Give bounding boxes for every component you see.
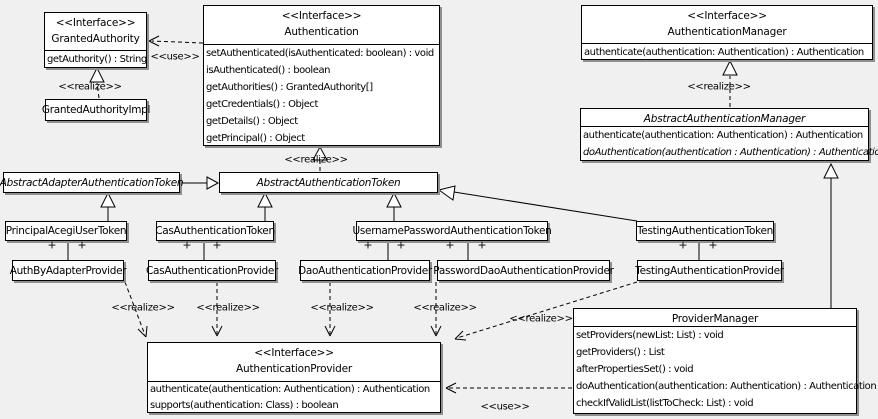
edge-generalization-cas-token[interactable] xyxy=(257,191,273,221)
edge-label-realize: <<realize>> xyxy=(111,302,175,314)
class-auth-by-adapter-provider[interactable]: AuthByAdapterProvider xyxy=(9,260,127,281)
class-name: GrantedAuthority xyxy=(51,33,140,45)
edge-label-use: <<use>> xyxy=(150,51,200,63)
class-name: CasAuthenticationProvider xyxy=(145,264,279,277)
class-authentication-provider[interactable]: <<Interface>> AuthenticationProvider aut… xyxy=(147,342,441,413)
stereotype: <<Interface>> xyxy=(254,347,334,359)
edge-use-grantedauthority[interactable] xyxy=(148,35,204,47)
class-name: TestingAuthenticationProvider xyxy=(635,264,784,277)
edge-generalization-usernamepassword-token[interactable] xyxy=(386,191,402,221)
class-cas-authentication-token[interactable]: CasAuthenticationToken xyxy=(155,221,275,241)
class-name: PrincipalAcegiUserToken xyxy=(5,225,127,237)
assoc-end-plus: + xyxy=(363,238,373,252)
edge-generalization-principal-token[interactable] xyxy=(100,191,116,221)
class-granted-authority[interactable]: <<Interface>> GrantedAuthority getAuthor… xyxy=(44,12,147,68)
method: getProviders() : List xyxy=(576,347,665,358)
class-password-dao-authentication-provider[interactable]: PasswordDaoAuthenticationProvider xyxy=(433,260,614,281)
edge-label-realize: <<realize>> xyxy=(413,302,477,314)
method: setProviders(newList: List) : void xyxy=(576,330,724,341)
method: getDetails() : Object xyxy=(206,116,298,127)
method: getCredentials() : Object xyxy=(206,99,318,110)
class-name: TestingAuthenticationToken xyxy=(636,225,774,237)
class-abstract-authentication-token[interactable]: AbstractAuthenticationToken xyxy=(219,172,438,193)
class-name: CasAuthenticationToken xyxy=(155,225,275,237)
method: afterPropertiesSet() : void xyxy=(576,364,694,375)
edge-use-authenticationprovider[interactable] xyxy=(445,382,572,394)
method: getAuthority() : String xyxy=(47,54,147,65)
class-cas-authentication-provider[interactable]: CasAuthenticationProvider xyxy=(145,260,279,281)
class-name: PasswordDaoAuthenticationProvider xyxy=(433,264,614,277)
class-name: UsernamePasswordAuthenticationToken xyxy=(352,225,552,237)
class-dao-authentication-provider[interactable]: DaoAuthenticationProvider xyxy=(298,260,432,281)
assoc-end-plus: + xyxy=(212,238,222,252)
class-name: AbstractAdapterAuthenticationToken xyxy=(0,176,184,189)
class-name: ProviderManager xyxy=(671,313,759,325)
edge-realize-abstractmanager-authenticationmanager[interactable] xyxy=(722,59,738,107)
edge-realize-testingprovider[interactable] xyxy=(454,281,638,341)
method: authenticate(authentication: Authenticat… xyxy=(583,130,863,141)
edge-label-realize: <<realize>> xyxy=(310,302,374,314)
edge-realize-authbyadapterprovider[interactable] xyxy=(124,281,148,338)
class-name: AuthByAdapterProvider xyxy=(9,264,127,277)
method: getPrincipal() : Object xyxy=(206,133,305,144)
edge-label-realize: <<realize>> xyxy=(196,302,260,314)
method: checkIfValidList(listToCheck: List) : vo… xyxy=(576,398,754,409)
class-principal-acegi-user-token[interactable]: PrincipalAcegiUserToken xyxy=(5,221,127,241)
edge-realize-grantedauthorityimpl[interactable] xyxy=(89,66,105,99)
class-name: AbstractAuthenticationManager xyxy=(643,113,806,125)
class-authentication[interactable]: <<Interface>> Authentication setAuthenti… xyxy=(203,5,440,146)
class-provider-manager[interactable]: ProviderManager setProviders(newList: Li… xyxy=(573,308,877,414)
stereotype: <<Interface>> xyxy=(55,17,136,29)
class-name: AuthenticationProvider xyxy=(236,363,352,375)
class-testing-authentication-provider[interactable]: TestingAuthenticationProvider xyxy=(635,260,784,281)
class-authentication-manager[interactable]: <<Interface>> AuthenticationManager auth… xyxy=(581,5,873,60)
edge-generalization-testing-token[interactable] xyxy=(437,185,638,222)
method: doAuthentication(authentication : Authen… xyxy=(583,147,878,158)
assoc-end-plus: + xyxy=(445,238,455,252)
edge-label-realize: <<realize>> xyxy=(284,154,348,166)
stereotype: <<Interface>> xyxy=(281,10,362,22)
edge-realize-passworddaoprovider[interactable] xyxy=(430,282,442,337)
edge-label-realize: <<realize>> xyxy=(687,81,751,93)
method: doAuthentication(authentication: Authent… xyxy=(576,381,877,392)
class-name: Authentication xyxy=(284,26,359,38)
class-granted-authority-impl[interactable]: GrantedAuthorityImpl xyxy=(41,99,151,121)
class-name: DaoAuthenticationProvider xyxy=(298,264,432,277)
edge-realize-casprovider[interactable] xyxy=(211,282,223,337)
edge-label-realize: <<realize>> xyxy=(58,81,122,93)
assoc-end-plus: + xyxy=(396,238,406,252)
edge-realize-daoprovider[interactable] xyxy=(324,282,336,337)
assoc-end-plus: + xyxy=(477,238,487,252)
method: authenticate(authentication: Authenticat… xyxy=(584,47,864,58)
method: isAuthenticated() : boolean xyxy=(206,65,331,76)
stereotype: <<Interface>> xyxy=(687,10,767,22)
edge-label-use: <<use>> xyxy=(480,401,530,413)
method: setAuthenticated(isAuthenticated: boolea… xyxy=(206,48,434,59)
class-username-password-authentication-token[interactable]: UsernamePasswordAuthenticationToken xyxy=(352,221,552,241)
assoc-end-plus: + xyxy=(47,238,57,252)
class-name: AbstractAuthenticationToken xyxy=(256,176,401,189)
edge-realize-abstracttoken-authentication[interactable] xyxy=(312,145,328,171)
method: supports(authentication: Class) : boolea… xyxy=(150,400,339,411)
assoc-end-plus: + xyxy=(678,238,688,252)
method: authenticate(authentication: Authenticat… xyxy=(150,384,430,395)
edge-label-realize: <<realize>> xyxy=(509,313,573,325)
class-testing-authentication-token[interactable]: TestingAuthenticationToken xyxy=(636,221,774,241)
class-abstract-authentication-manager[interactable]: AbstractAuthenticationManager authentica… xyxy=(580,108,878,161)
class-abstract-adapter-authentication-token[interactable]: AbstractAdapterAuthenticationToken xyxy=(0,172,184,193)
class-name: AuthenticationManager xyxy=(667,26,787,38)
assoc-end-plus: + xyxy=(77,238,87,252)
edge-generalization-adapter-to-token[interactable] xyxy=(180,176,220,190)
method: getAuthorities() : GrantedAuthority[] xyxy=(206,82,373,93)
class-name: GrantedAuthorityImpl xyxy=(41,104,151,116)
edge-generalization-providermanager[interactable] xyxy=(823,162,839,308)
assoc-end-plus: + xyxy=(708,238,718,252)
assoc-end-plus: + xyxy=(182,238,192,252)
